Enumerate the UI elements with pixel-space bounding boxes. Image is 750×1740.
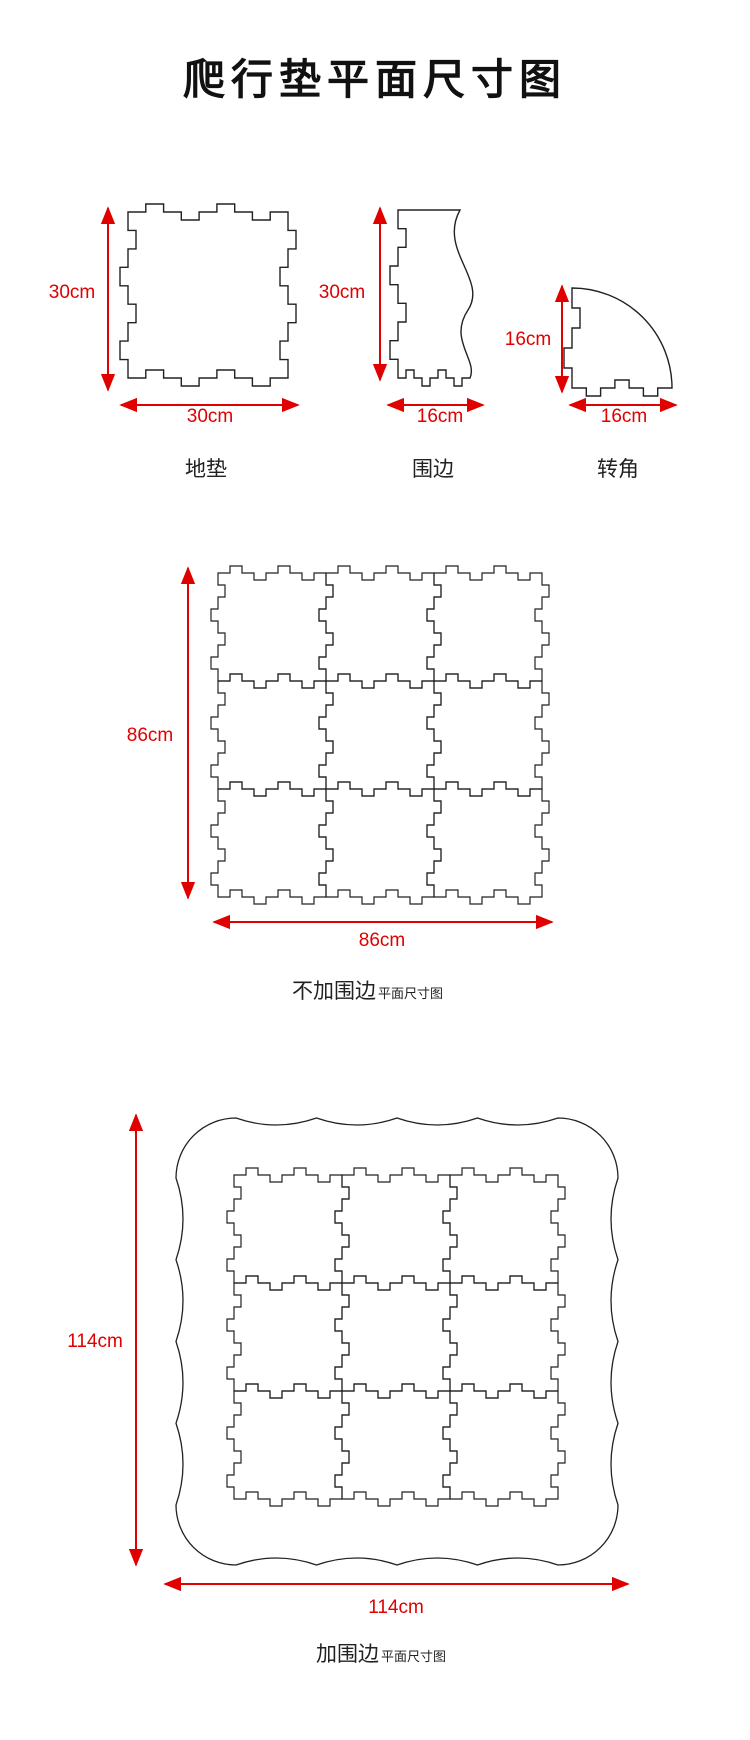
grid-tile (210, 673, 334, 797)
grid-tile (426, 565, 550, 689)
grid-tile (210, 565, 334, 689)
floor-mat-name: 地垫 (185, 457, 227, 481)
grid-with-border-height-label: 114cm (67, 1331, 123, 1352)
edge-outline (389, 209, 474, 387)
page-title: 爬行垫平面尺寸图 (182, 55, 567, 104)
piece-corner: 16cm 16cm 转角 (505, 284, 678, 481)
grid-tile (442, 1167, 566, 1291)
grid-no-border-width-label: 86cm (359, 930, 405, 951)
floor-mat-outline (119, 203, 297, 387)
grid-tile (334, 1167, 458, 1291)
corner-outline (563, 287, 673, 397)
grid-tile (210, 781, 334, 905)
grid-with-border-width-label: 114cm (368, 1597, 424, 1618)
grid-with-border: 114cm 114cm 加围边平面尺寸图 (67, 1113, 630, 1666)
grid-no-border-height-label: 86cm (127, 725, 173, 746)
grid-no-border-tiles (210, 565, 550, 905)
grid-tile (318, 781, 442, 905)
grid-no-border-caption: 不加围边平面尺寸图 (292, 979, 443, 1003)
grid-with-border-caption: 加围边平面尺寸图 (316, 1642, 446, 1666)
grid-with-border-outline (175, 1117, 619, 1566)
corner-width-label: 16cm (601, 406, 647, 427)
grid-tile (318, 565, 442, 689)
grid-tile (426, 781, 550, 905)
grid-with-border-tiles (226, 1167, 566, 1507)
grid-tile (318, 673, 442, 797)
edge-width-label: 16cm (417, 406, 463, 427)
grid-tile (226, 1167, 350, 1291)
corner-height-label: 16cm (505, 329, 551, 350)
floor-mat-height-label: 30cm (49, 282, 95, 303)
grid-tile (442, 1275, 566, 1399)
grid-tile (226, 1275, 350, 1399)
piece-edge: 30cm 16cm 围边 (319, 206, 485, 481)
piece-floor-mat: 30cm 30cm 地垫 (49, 203, 300, 481)
grid-no-border: 86cm 86cm 不加围边平面尺寸图 (127, 565, 554, 1003)
floor-mat-width-label: 30cm (187, 406, 233, 427)
corner-name: 转角 (597, 457, 639, 481)
grid-tile (226, 1383, 350, 1507)
edge-height-label: 30cm (319, 282, 365, 303)
grid-tile (442, 1383, 566, 1507)
grid-tile (334, 1383, 458, 1507)
grid-tile (426, 673, 550, 797)
grid-tile (334, 1275, 458, 1399)
edge-name: 围边 (412, 457, 454, 481)
